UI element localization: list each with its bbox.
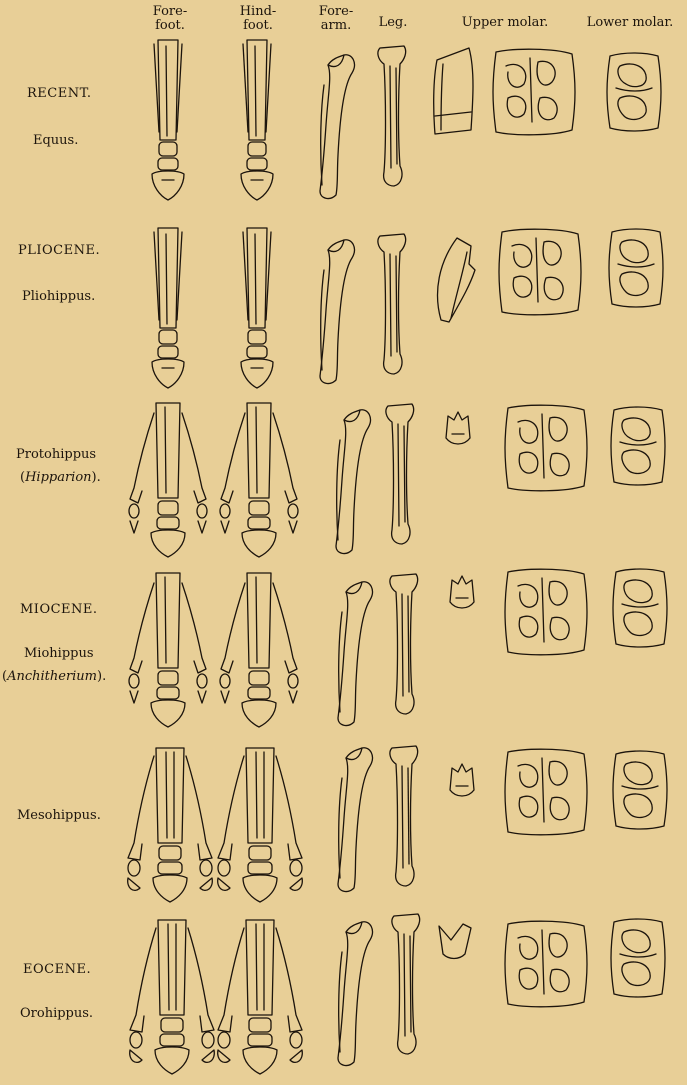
protohippus-tooth bbox=[446, 412, 470, 444]
pliocene-fore-foot bbox=[152, 228, 184, 388]
miohippus-fore-foot bbox=[129, 573, 207, 727]
recent-fore-foot bbox=[152, 40, 184, 200]
pliocene-lower-molar bbox=[609, 229, 663, 307]
protohippus-lower-molar bbox=[611, 407, 665, 485]
orohippus-hind-foot bbox=[218, 920, 303, 1074]
pliocene-upper-molar bbox=[499, 229, 581, 315]
orohippus-lower-molar bbox=[611, 919, 665, 997]
miohippus-upper-molar bbox=[505, 569, 587, 655]
mesohippus-hind-foot bbox=[218, 748, 303, 902]
recent-incisor bbox=[434, 48, 473, 134]
mesohippus-lower-molar bbox=[613, 751, 667, 829]
miohippus-lower-molar bbox=[613, 569, 667, 647]
protohippus-fore-foot bbox=[129, 403, 207, 557]
orohippus-fore-foot bbox=[130, 920, 215, 1074]
miohippus-leg bbox=[390, 574, 418, 714]
recent-fore-arm bbox=[320, 55, 354, 199]
miohippus-fore-arm bbox=[338, 582, 372, 726]
miohippus-hind-foot bbox=[220, 573, 298, 727]
pliocene-leg bbox=[378, 234, 406, 374]
protohippus-leg bbox=[386, 404, 414, 544]
orohippus-fore-arm bbox=[338, 922, 372, 1066]
protohippus-upper-molar bbox=[505, 405, 587, 491]
pliocene-hind-foot bbox=[241, 228, 273, 388]
recent-upper-molar bbox=[493, 49, 575, 135]
pliocene-incisor bbox=[438, 238, 475, 322]
mesohippus-fore-arm bbox=[338, 748, 372, 892]
mesohippus-tooth bbox=[450, 764, 474, 796]
protohippus-hind-foot bbox=[220, 403, 298, 557]
recent-lower-molar bbox=[607, 53, 661, 131]
recent-hind-foot bbox=[241, 40, 273, 200]
miohippus-tooth bbox=[450, 576, 474, 608]
orohippus-upper-molar bbox=[505, 921, 587, 1007]
recent-leg bbox=[378, 46, 406, 186]
mesohippus-fore-foot bbox=[128, 748, 213, 902]
mesohippus-upper-molar bbox=[505, 749, 587, 835]
pliocene-fore-arm bbox=[320, 240, 354, 384]
orohippus-tooth bbox=[439, 924, 471, 959]
mesohippus-leg bbox=[390, 746, 418, 886]
orohippus-leg bbox=[392, 914, 420, 1054]
protohippus-fore-arm bbox=[336, 410, 370, 554]
